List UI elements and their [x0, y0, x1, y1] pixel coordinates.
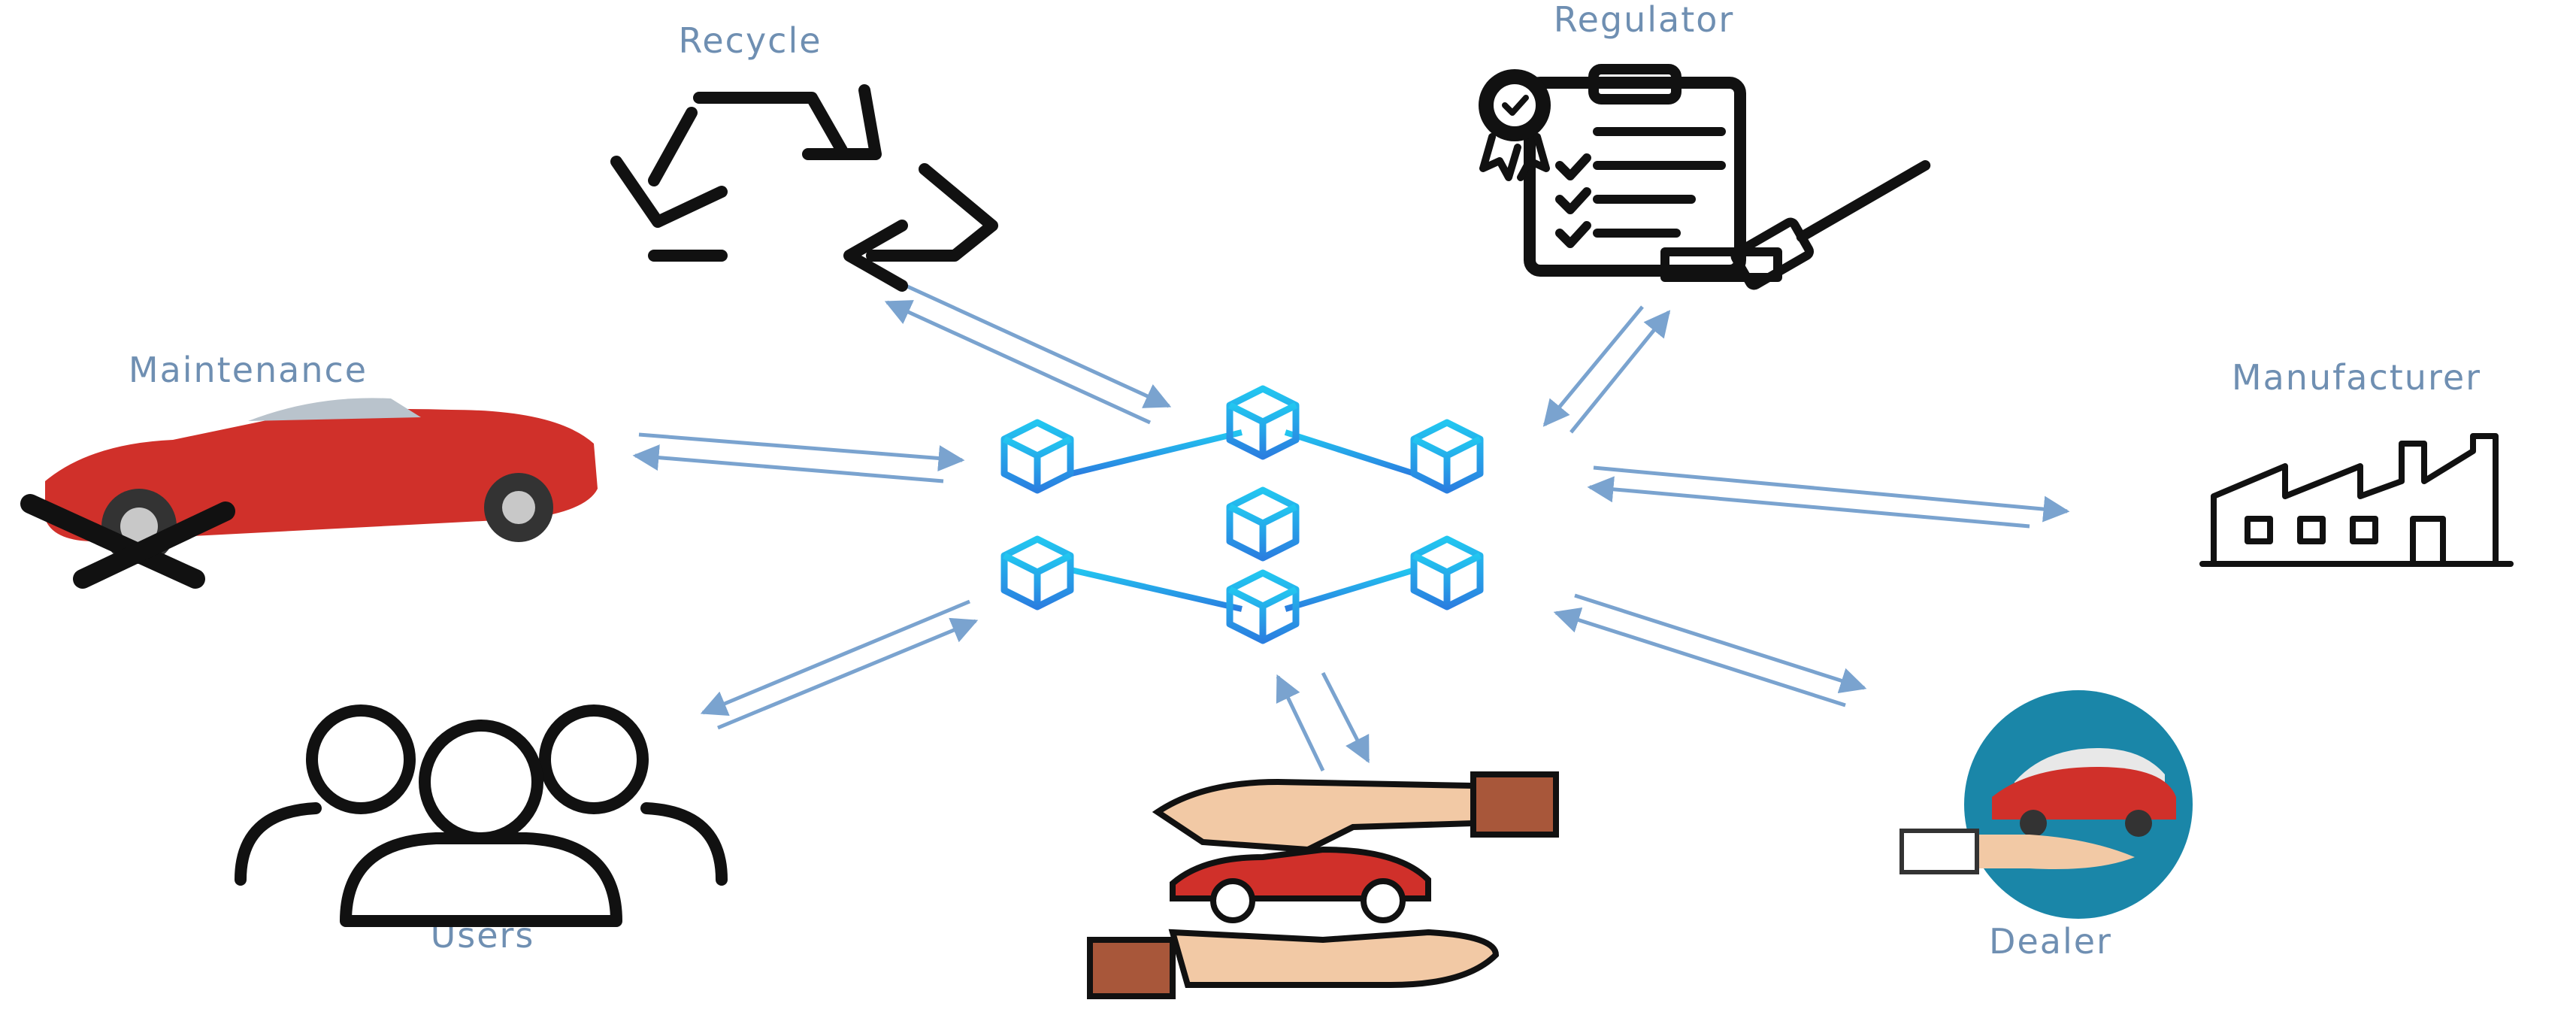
blockchain-network-icon [1004, 389, 1480, 641]
arrow-car-exchange-hub [1276, 671, 1370, 772]
recycle-icon [610, 84, 998, 292]
arrow-regulator-hub [1542, 305, 1671, 434]
users-icon [235, 704, 728, 927]
arrow-maintenance-hub [632, 432, 965, 483]
regulator-clipboard-icon [1479, 64, 1931, 290]
car-repair-icon [20, 398, 598, 589]
arrow-dealer-hub [1553, 593, 1867, 708]
arrow-recycle-hub [884, 283, 1172, 425]
manufacturer-label: Manufacturer [2232, 357, 2481, 398]
regulator-label: Regulator [1554, 0, 1735, 40]
dealer-car-icon [1899, 690, 2193, 919]
recycle-label: Recycle [678, 20, 822, 61]
arrow-users-hub [700, 599, 979, 730]
maintenance-label: Maintenance [129, 350, 368, 390]
car-handover-icon [1087, 771, 1559, 999]
dealer-label: Dealer [1989, 921, 2112, 962]
arrow-manufacturer-hub [1587, 465, 2070, 529]
factory-icon [2199, 433, 2514, 567]
